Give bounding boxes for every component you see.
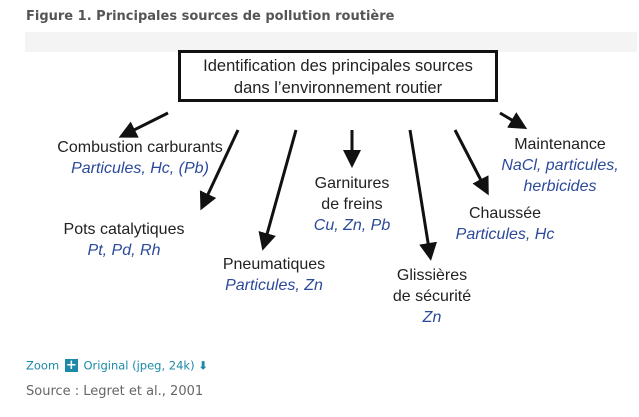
- node-glissieres: Glissières de sécurité Zn: [393, 265, 471, 328]
- download-icon[interactable]: ⬇: [198, 358, 208, 373]
- node-pollutants: herbicides: [523, 178, 597, 195]
- arrow-glissieres: [408, 129, 437, 261]
- source-caption: Source : Legret et al., 2001: [26, 384, 204, 399]
- node-pollutants: NaCl, particules,: [501, 157, 619, 174]
- node-pollutants: Pt, Pd, Rh: [87, 242, 161, 259]
- node-label: de sécurité: [392, 288, 472, 305]
- arrow-pneumatiques: [258, 129, 298, 251]
- node-pollutants: Zn: [422, 309, 442, 326]
- node-label: Chaussée: [468, 205, 542, 222]
- node-label: Pots catalytiques: [63, 221, 185, 238]
- arrow-maintenance: [499, 111, 528, 130]
- arrow-chaussee: [453, 129, 489, 196]
- node-garnitures: Garnitures de freins Cu, Zn, Pb: [314, 173, 390, 236]
- node-chaussee: Chaussée Particules, Hc: [456, 203, 555, 245]
- center-line-1: Identification des principales sources: [203, 57, 473, 75]
- node-pots-catalytiques: Pots catalytiques Pt, Pd, Rh: [64, 219, 185, 261]
- arrow-combustion: [118, 111, 169, 138]
- node-combustion: Combustion carburants Particules, Hc, (P…: [57, 137, 222, 179]
- node-pollutants: Particules, Hc: [455, 226, 555, 243]
- figure-title: Figure 1. Principales sources de polluti…: [26, 9, 395, 24]
- node-pollutants: Particules, Zn: [225, 277, 323, 294]
- node-pollutants: Cu, Zn, Pb: [313, 217, 391, 234]
- figure-top-band: [25, 32, 637, 52]
- center-line-2: dans l’environnement routier: [233, 79, 443, 97]
- central-box: Identification des principales sources d…: [178, 50, 498, 102]
- node-label: Maintenance: [514, 136, 606, 153]
- node-pneumatiques: Pneumatiques Particules, Zn: [223, 254, 325, 296]
- plus-icon[interactable]: +: [64, 358, 78, 373]
- zoom-link[interactable]: Zoom: [26, 358, 60, 373]
- arrow-pots: [199, 129, 240, 211]
- node-label: Garnitures: [314, 175, 390, 192]
- node-label: Combustion carburants: [57, 139, 223, 156]
- node-label: Glissières: [396, 267, 468, 284]
- node-maintenance: Maintenance NaCl, particules, herbicides: [501, 134, 618, 197]
- node-label: Pneumatiques: [222, 256, 326, 273]
- original-link[interactable]: Original (jpeg, 24k): [83, 358, 195, 373]
- node-pollutants: Particules, Hc, (Pb): [71, 160, 209, 177]
- figure-links: Zoom + Original (jpeg, 24k) ⬇: [26, 358, 208, 373]
- node-label: de freins: [321, 196, 383, 213]
